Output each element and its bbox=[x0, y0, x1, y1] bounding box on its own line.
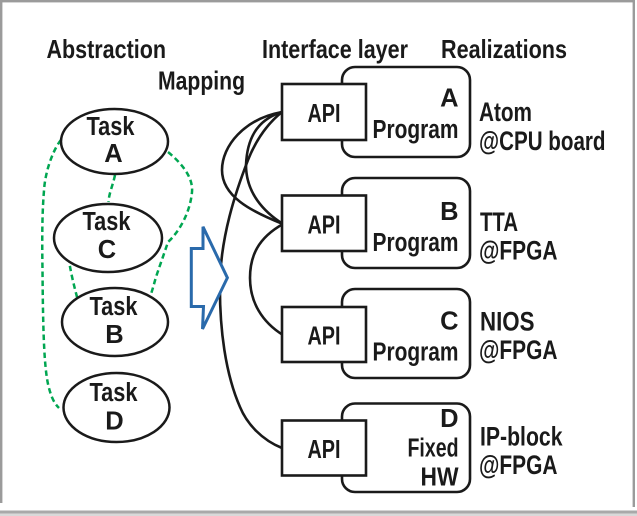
svg-text:HW: HW bbox=[421, 464, 460, 492]
svg-text:API: API bbox=[308, 436, 341, 464]
svg-text:@FPGA: @FPGA bbox=[479, 335, 558, 365]
svg-text:B: B bbox=[105, 321, 123, 349]
svg-text:D: D bbox=[440, 405, 458, 433]
svg-text:C: C bbox=[440, 308, 458, 336]
svg-text:API: API bbox=[308, 100, 341, 128]
svg-text:Mapping: Mapping bbox=[158, 66, 245, 96]
svg-text:@FPGA: @FPGA bbox=[479, 450, 558, 480]
svg-text:Interface layer: Interface layer bbox=[262, 34, 408, 64]
svg-text:D: D bbox=[105, 408, 123, 436]
svg-text:IP-block: IP-block bbox=[480, 422, 563, 452]
svg-text:Program: Program bbox=[373, 339, 459, 367]
svg-text:NIOS: NIOS bbox=[480, 307, 535, 337]
svg-text:Abstraction: Abstraction bbox=[47, 34, 167, 64]
svg-text:C: C bbox=[98, 236, 116, 264]
svg-text:TTA: TTA bbox=[480, 207, 518, 237]
svg-text:B: B bbox=[440, 198, 458, 226]
svg-text:@CPU board: @CPU board bbox=[479, 126, 606, 156]
svg-text:Task: Task bbox=[90, 293, 139, 321]
svg-text:Fixed: Fixed bbox=[408, 435, 459, 463]
svg-text:Task: Task bbox=[87, 113, 136, 141]
svg-text:API: API bbox=[308, 323, 341, 351]
svg-text:API: API bbox=[308, 212, 341, 240]
svg-text:@FPGA: @FPGA bbox=[479, 236, 558, 266]
svg-text:Program: Program bbox=[373, 116, 459, 144]
svg-text:A: A bbox=[440, 85, 458, 113]
svg-text:Program: Program bbox=[373, 229, 459, 257]
svg-text:A: A bbox=[104, 140, 122, 168]
svg-text:Task: Task bbox=[90, 379, 139, 407]
svg-text:Atom: Atom bbox=[479, 97, 532, 127]
svg-text:Realizations: Realizations bbox=[441, 34, 567, 64]
svg-text:Task: Task bbox=[83, 208, 132, 236]
